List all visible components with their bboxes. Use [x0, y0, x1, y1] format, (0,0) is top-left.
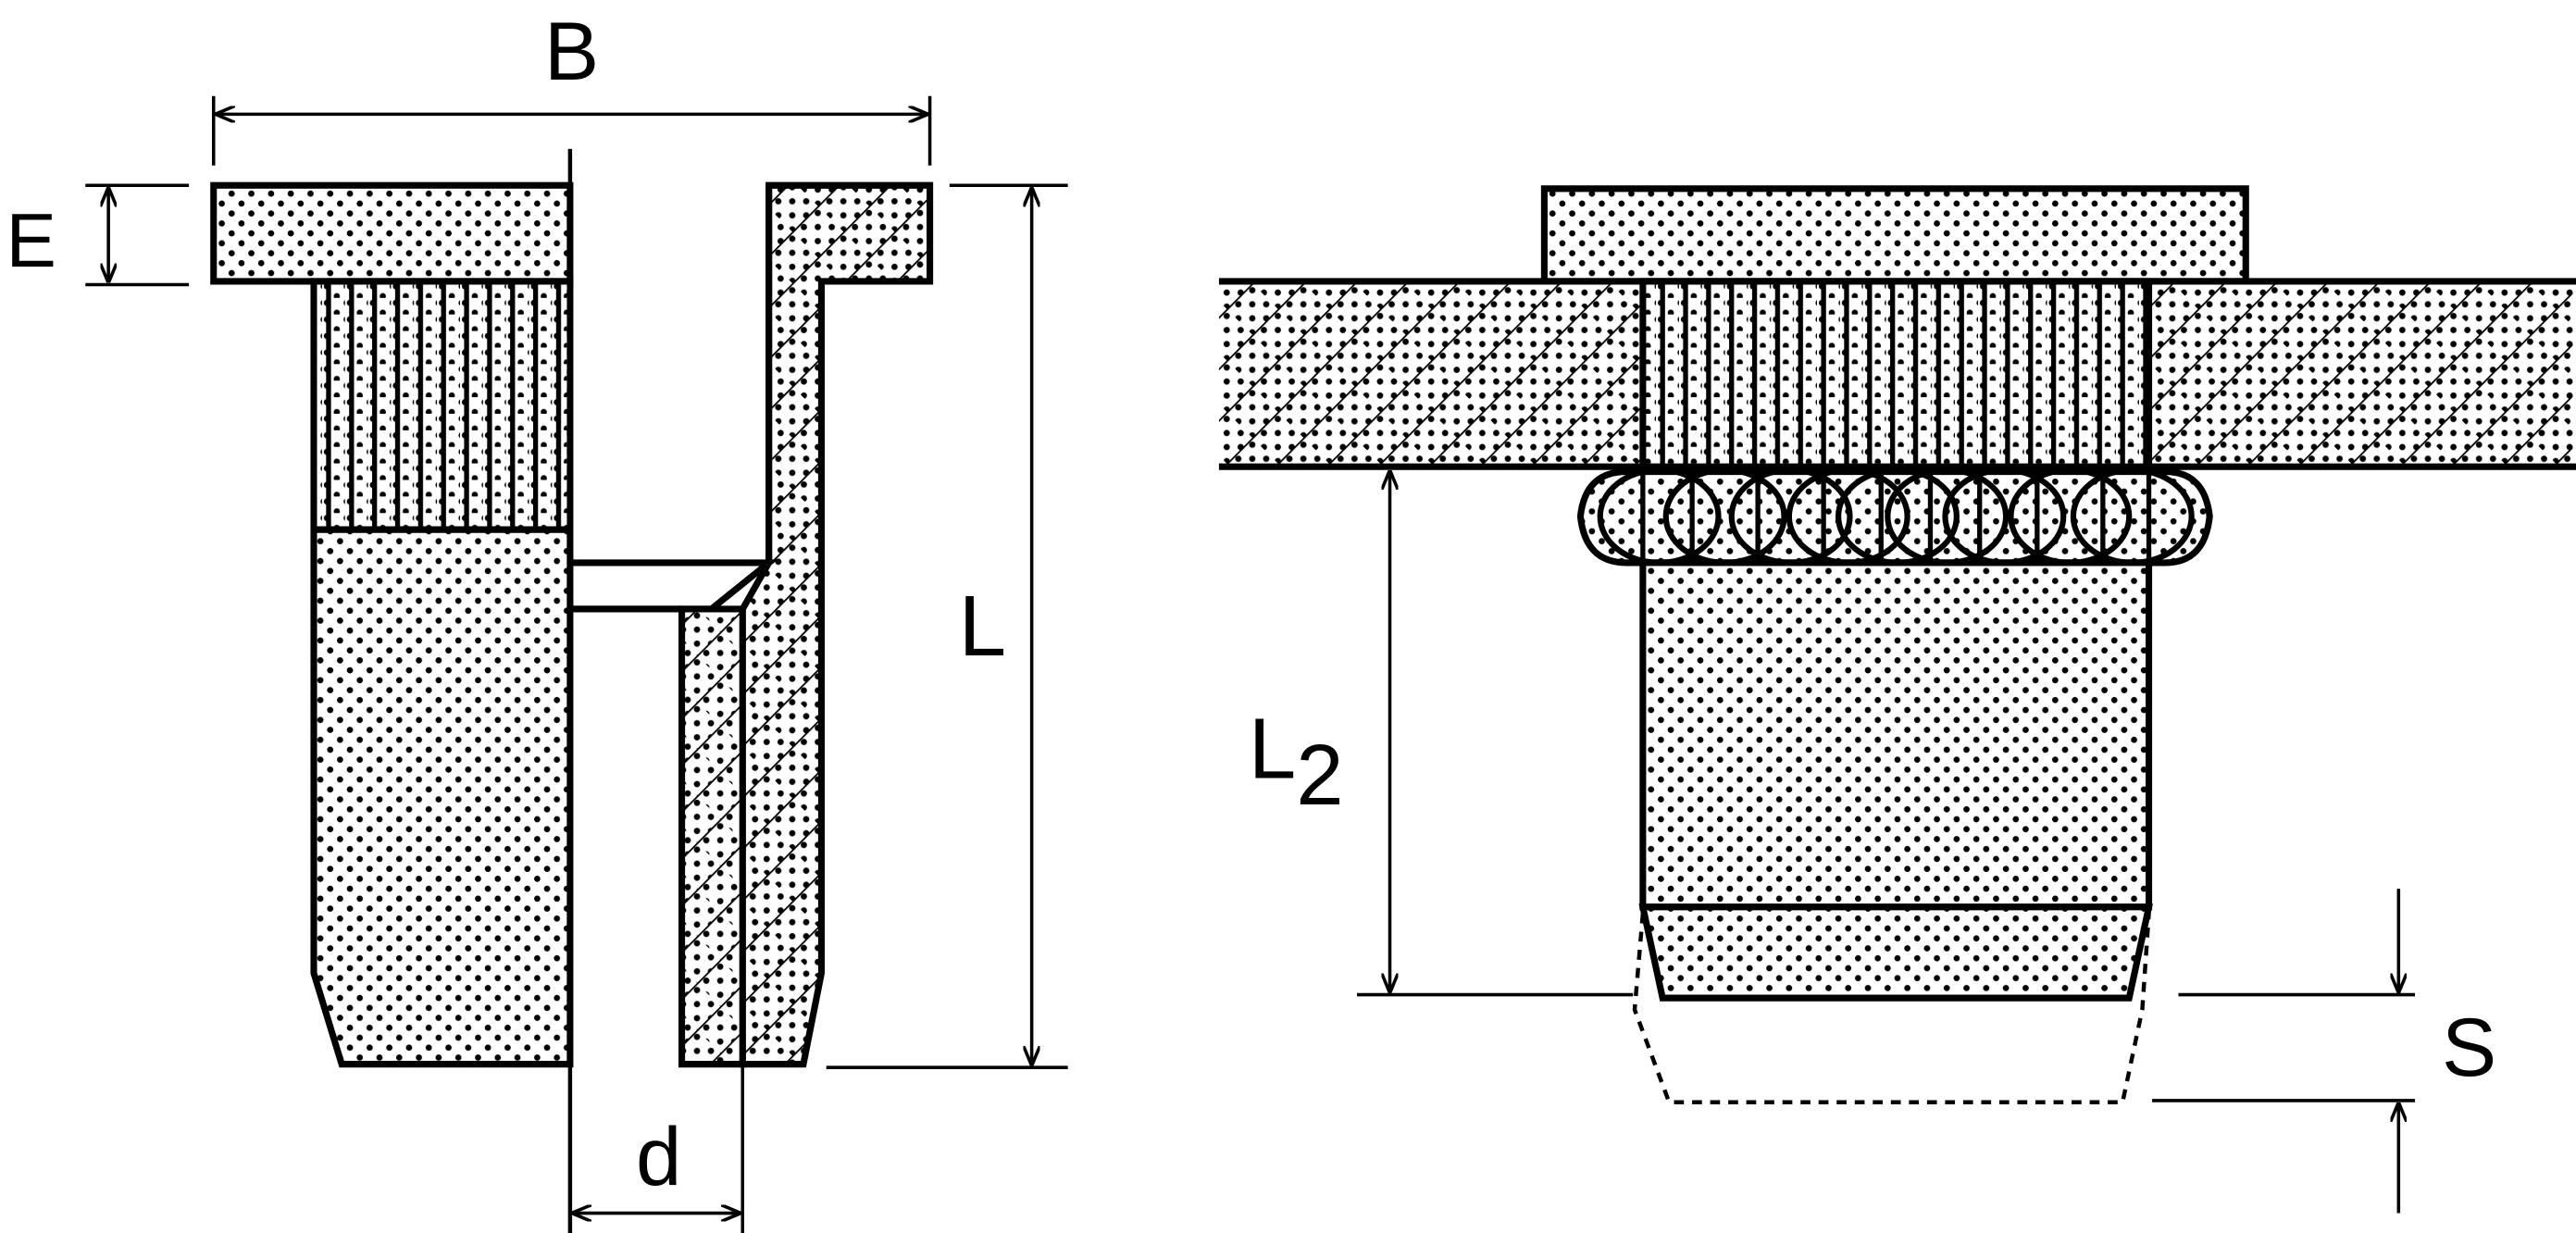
- installed-body: [1639, 559, 2153, 911]
- formed-bulge: [1576, 467, 2213, 567]
- knurl-zone: [317, 284, 567, 530]
- installed-knurl: [1639, 278, 2153, 470]
- sheet-right: [2148, 280, 2573, 467]
- label-l2-main: L: [1249, 700, 1296, 796]
- flange-left: [210, 181, 574, 285]
- label-l2: L2: [1249, 700, 1344, 823]
- label-l: L: [959, 578, 1006, 674]
- installed-tip: [1638, 903, 2153, 1002]
- sheet-left: [1218, 280, 1643, 467]
- bore-step: [569, 559, 778, 613]
- label-e: E: [6, 199, 56, 283]
- label-d: d: [636, 1110, 681, 1202]
- installed-flange: [1540, 185, 2249, 285]
- installed-view: L2 S: [1218, 185, 2576, 1214]
- original-contour-dashed: [1632, 913, 2151, 1104]
- rivet-nut-section-view: B E L d: [6, 5, 1068, 1233]
- label-b: B: [544, 5, 599, 97]
- section-right-outer: [739, 181, 934, 1068]
- label-l2-sub: 2: [1296, 727, 1343, 823]
- thread-region: [678, 605, 746, 1068]
- label-s: S: [2442, 1001, 2496, 1093]
